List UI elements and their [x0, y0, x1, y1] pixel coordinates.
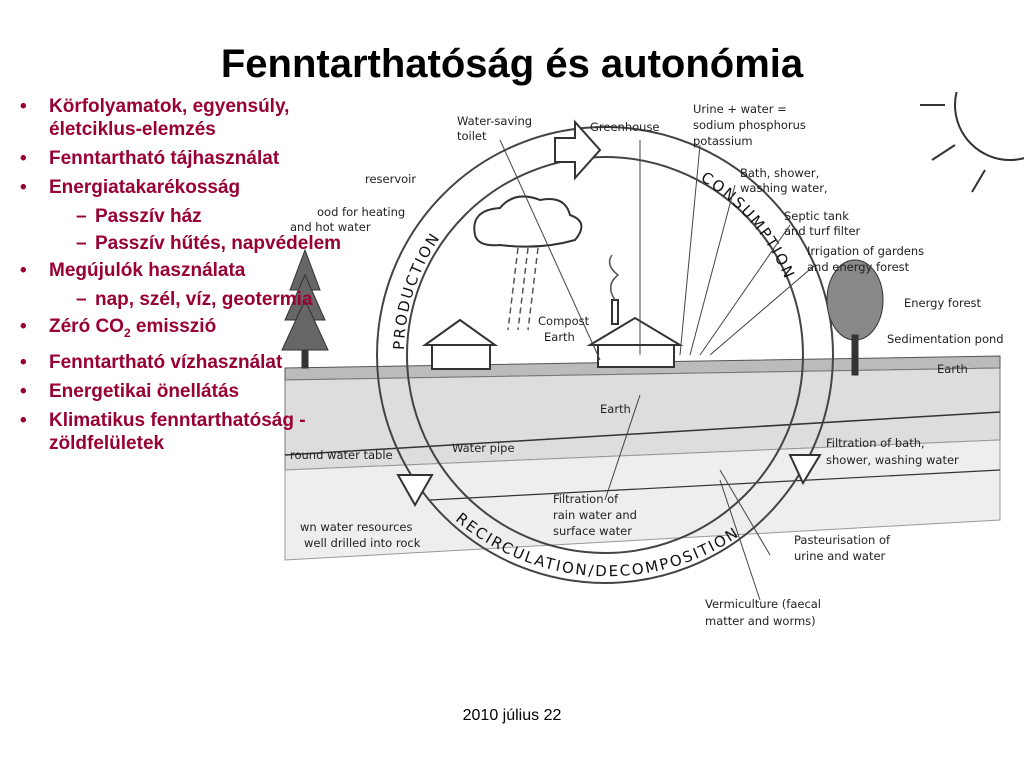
bullet-text: Körfolyamatok, egyensúly, életciklus-ele…: [49, 96, 290, 140]
bullet-marker: •: [20, 260, 27, 281]
urine-label-3: potassium: [693, 134, 753, 148]
sub-bullet-item: –nap, szél, víz, geotermia: [18, 288, 378, 311]
bullet-item: • Fenntartható tájhasználat: [18, 147, 378, 170]
bullet-item: • Zéró CO2 emisszió: [18, 315, 378, 345]
wood-label-2: and hot water: [290, 220, 371, 234]
ground-layers: [284, 355, 1001, 561]
pasteurisation-label-1: Pasteurisation of: [794, 533, 891, 547]
bullet-text: Energetikai önellátás: [49, 380, 240, 402]
earth-right-label: Earth: [937, 362, 968, 376]
urine-label-2: sodium phosphorus: [693, 118, 806, 132]
house-right-icon: [586, 254, 684, 368]
connector-lines: [499, 139, 816, 601]
ground-water-label: round water table: [290, 448, 393, 462]
irrigation-label-1: Irrigation of gardens: [807, 244, 924, 258]
own-water-label-1: wn water resources: [300, 520, 413, 534]
sun-icon: [920, 92, 1024, 193]
production-label: PRODUCTION: [390, 229, 444, 350]
cloud-icon: [473, 195, 583, 248]
bullet-marker: •: [20, 409, 27, 431]
sub-bullet-item: –Passzív ház: [18, 205, 378, 228]
dash-marker: –: [76, 233, 87, 254]
bullet-marker: •: [20, 316, 27, 337]
bullet-list: • Körfolyamatok, egyensúly, életciklus-el…: [18, 95, 378, 461]
irrigation-label-2: and energy forest: [807, 260, 910, 274]
urine-label-1: Urine + water =: [693, 102, 787, 116]
sedimentation-label: Sedimentation pond: [887, 332, 1004, 346]
water-saving-toilet-label-2: toilet: [457, 129, 487, 143]
filtration-rain-label-1: Filtration of: [553, 492, 619, 506]
bullet-item: • Megújulók használata: [18, 259, 378, 282]
dash-marker: –: [76, 206, 87, 227]
compost-label-1: Compost: [538, 314, 590, 328]
rain-lines: [507, 247, 539, 331]
house-left-icon: [421, 318, 499, 370]
water-saving-toilet-label: Water-saving: [457, 114, 532, 128]
bullet-text: Energiatakarékosság: [49, 177, 241, 198]
bullet-marker: •: [20, 380, 27, 402]
reservoir-label: reservoir: [365, 172, 416, 186]
water-pipe-label: Water pipe: [452, 441, 515, 455]
vermiculture-label-1: Vermiculture (faecal: [705, 597, 821, 611]
bullet-text: Passzív hűtés, napvédelem: [95, 233, 342, 254]
sustainability-cycle-diagram: PRODUCTION CONSUMPTION RECIRCULATION/DEC…: [281, 92, 1024, 628]
septic-label-1: Septic tank: [784, 209, 849, 223]
vermiculture-label-2: matter and worms): [705, 614, 816, 628]
wood-label-1: ood for heating: [317, 205, 405, 219]
energy-forest-label: Energy forest: [904, 296, 982, 310]
bullet-item: • Energetikai önellátás: [18, 380, 378, 403]
bullet-item: • Fenntartható vízhasználat: [18, 351, 378, 374]
bullet-marker: •: [20, 96, 27, 117]
filtration-rain-label-3: surface water: [553, 524, 632, 538]
filtration-rain-label-2: rain water and: [553, 508, 637, 522]
bullet-text: Passzív ház: [95, 206, 202, 227]
pine-tree-icon: [281, 248, 329, 369]
pasteurisation-label-2: urine and water: [794, 549, 886, 563]
bullet-text-co2: Zéró CO2 emisszió: [49, 316, 217, 340]
cycle-ring: [376, 119, 834, 584]
slide-footer-date: 2010 július 22: [462, 707, 562, 724]
bullet-item: • Klimatikus fenntarthatóság - zöldfelüle…: [18, 409, 378, 455]
septic-label-2: and turf filter: [784, 224, 861, 238]
bullet-text: Fenntartható vízhasználat: [49, 351, 283, 373]
bullet-text: nap, szél, víz, geotermia: [95, 289, 313, 310]
own-water-label-2: well drilled into rock: [304, 536, 421, 550]
bullet-item: • Körfolyamatok, egyensúly, életciklus-el…: [18, 95, 378, 141]
compost-label-2: Earth: [544, 330, 575, 344]
greenhouse-label: Greenhouse: [590, 120, 660, 134]
bullet-marker: •: [20, 351, 27, 373]
bullet-text: Fenntartható tájhasználat: [49, 148, 280, 169]
bullet-text: Megújulók használata: [49, 260, 246, 281]
filtration-bath-label-1: Filtration of bath,: [826, 436, 925, 450]
bath-label-1: Bath, shower,: [740, 166, 819, 180]
tree-right-icon: [826, 259, 884, 376]
filtration-bath-label-2: shower, washing water: [826, 453, 959, 467]
slide-title: Fenntarthatóság és autonómia: [220, 42, 804, 86]
bullet-item: • Energiatakarékosság: [18, 176, 378, 199]
earth-mid-label: Earth: [600, 402, 631, 416]
dash-marker: –: [76, 289, 87, 310]
sub-bullet-item: –Passzív hűtés, napvédelem: [18, 232, 378, 255]
bullet-marker: •: [20, 148, 27, 169]
bath-label-2: washing water,: [740, 181, 828, 195]
bullet-text: Klimatikus fenntarthatóság - zöldfelület…: [49, 409, 306, 454]
bullet-marker: •: [20, 177, 27, 198]
diagram-labels: Water-saving toilet Greenhouse Urine + w…: [290, 102, 1004, 628]
